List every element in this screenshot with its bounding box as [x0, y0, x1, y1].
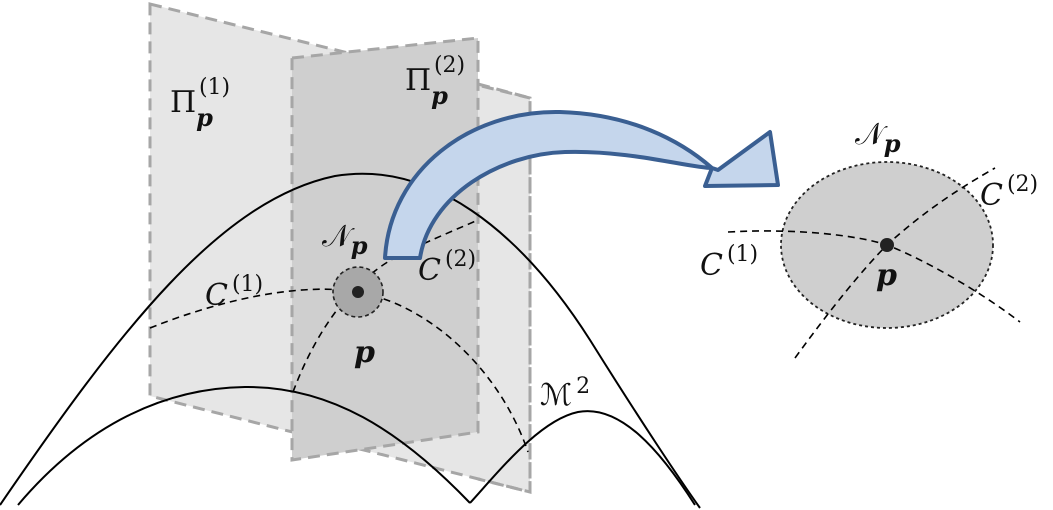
plane-pi-1-edge [477, 82, 532, 494]
label-c2: C(2) [418, 247, 476, 288]
label-c1-flat: C(1) [700, 242, 758, 283]
curve-c1 [149, 288, 529, 453]
label-c1: C(1) [205, 272, 263, 313]
label-n-p-small: 𝒩p [322, 219, 368, 260]
label-p-small: p [354, 335, 375, 370]
label-p-large: p [876, 258, 897, 293]
label-pi-1: Πp(1) [170, 75, 230, 132]
point-p-large [880, 238, 894, 252]
manifold-bump-curve [469, 410, 696, 506]
manifold-lower-curve [17, 385, 471, 506]
label-n-p-large: 𝒩p [855, 117, 901, 158]
label-c2-flat: C(2) [980, 172, 1038, 213]
label-pi-2: Πp(2) [405, 53, 465, 110]
point-p-small [352, 286, 364, 298]
mapping-arrow [383, 109, 780, 260]
